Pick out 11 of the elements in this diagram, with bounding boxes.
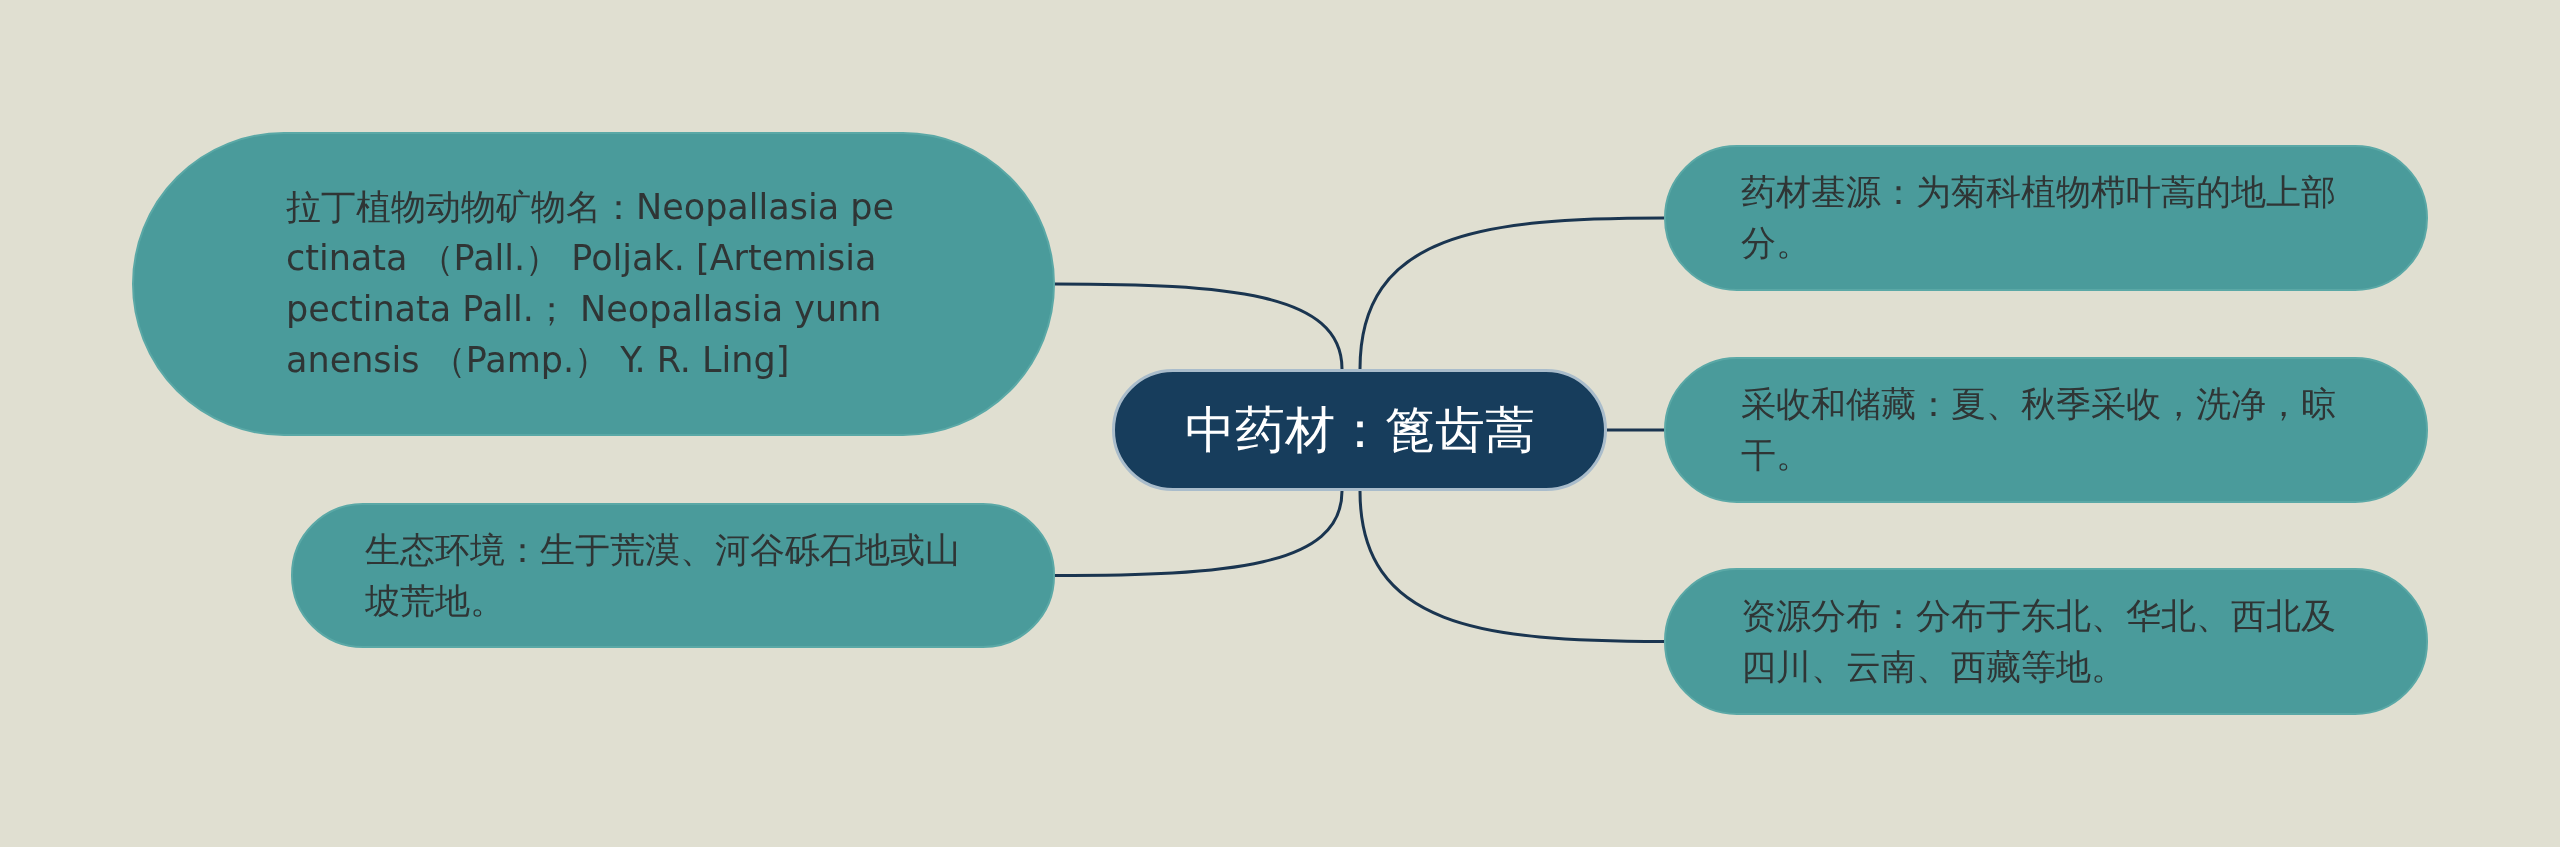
topic-text: 拉丁植物动物矿物名：Neopallasia pectinata （Pall.） Poljak. [Artemisia pectinata Pall.； Neopallasia yunnanensis （Pamp.） Y. R. Ling] — [286, 186, 895, 382]
connector-line — [1055, 490, 1344, 577]
connector-line — [1607, 428, 1664, 432]
topic-text: 资源分布：分布于东北、华北、西北及四川、云南、西藏等地。 — [1741, 594, 2337, 689]
topic-title: 中药材：篦齿蒿 — [1184, 399, 1535, 461]
connector-line — [1358, 216, 1664, 370]
connector-line — [1055, 282, 1344, 370]
topic-text: 药材基源：为菊科植物栉叶蒿的地上部分。 — [1741, 171, 2337, 265]
topic-text: 生态环境：生于荒漠、河谷砾石地或山坡荒地。 — [365, 528, 961, 623]
connector-line — [1358, 490, 1664, 643]
topic-text: 采收和储藏：夏、秋季采收，洗净，晾干。 — [1741, 383, 2337, 477]
